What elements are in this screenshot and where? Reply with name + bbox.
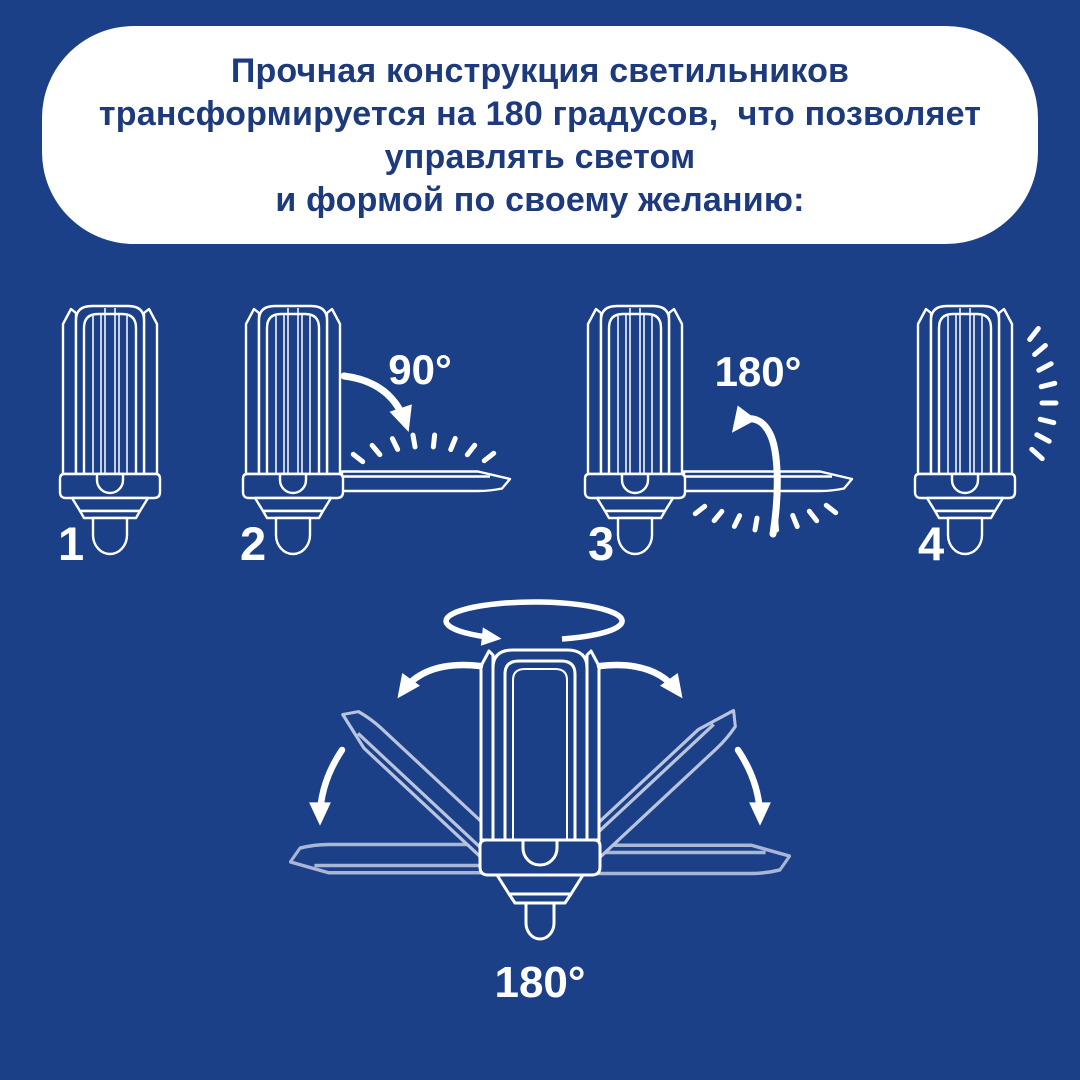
- figure-2-panel-90-illustration: [241, 304, 512, 556]
- swing-panel-left-icon: [334, 701, 503, 861]
- swing-arrows: [309, 661, 771, 826]
- step-number-4: 4: [918, 517, 945, 570]
- light-rays-down-icon: [692, 502, 839, 533]
- flip-180-arrow-icon: [731, 405, 781, 538]
- light-rays-side-icon: [1027, 325, 1059, 462]
- header-line-1: Прочная конструкция светильников: [230, 51, 850, 90]
- swing-arrow-bottom-right-icon: [734, 746, 771, 826]
- rotation-ellipse-icon: [443, 599, 625, 646]
- step-number-2: 2: [240, 517, 267, 570]
- swing-panel-right-icon: [577, 701, 747, 862]
- bottom-angle-label: 180°: [494, 958, 586, 1007]
- figure-3-panel-180-illustration: [583, 304, 854, 556]
- swing-arrow-bottom-left-icon: [309, 746, 346, 826]
- step-number-1: 1: [58, 517, 85, 570]
- open-panel-icon: [682, 470, 854, 493]
- open-panel-icon: [340, 470, 512, 493]
- swing-arrow-top-left-icon: [397, 661, 484, 699]
- header-line-2: трансформируется на 180 градусов, что по…: [98, 94, 982, 133]
- angle-label-90: 90°: [388, 346, 452, 393]
- figure-4-folded-lit-illustration: [913, 304, 1059, 556]
- central-lamp-body-icon: [478, 648, 602, 941]
- header-line-3: управлять светом: [384, 137, 696, 176]
- swing-arrow-top-right-icon: [596, 661, 683, 699]
- rotate-down-90-arrow-icon: [340, 372, 412, 432]
- step-number-3: 3: [588, 517, 615, 570]
- header-card: Прочная конструкция светильников трансфо…: [42, 26, 1038, 244]
- open-panel-left-icon: [288, 842, 494, 875]
- rotation-diagram: [288, 599, 792, 941]
- open-panel-right-icon: [586, 843, 792, 876]
- light-rays-up-icon: [350, 432, 497, 465]
- angle-label-180: 180°: [714, 348, 802, 395]
- header-line-4: и формой по своему желанию:: [275, 180, 805, 219]
